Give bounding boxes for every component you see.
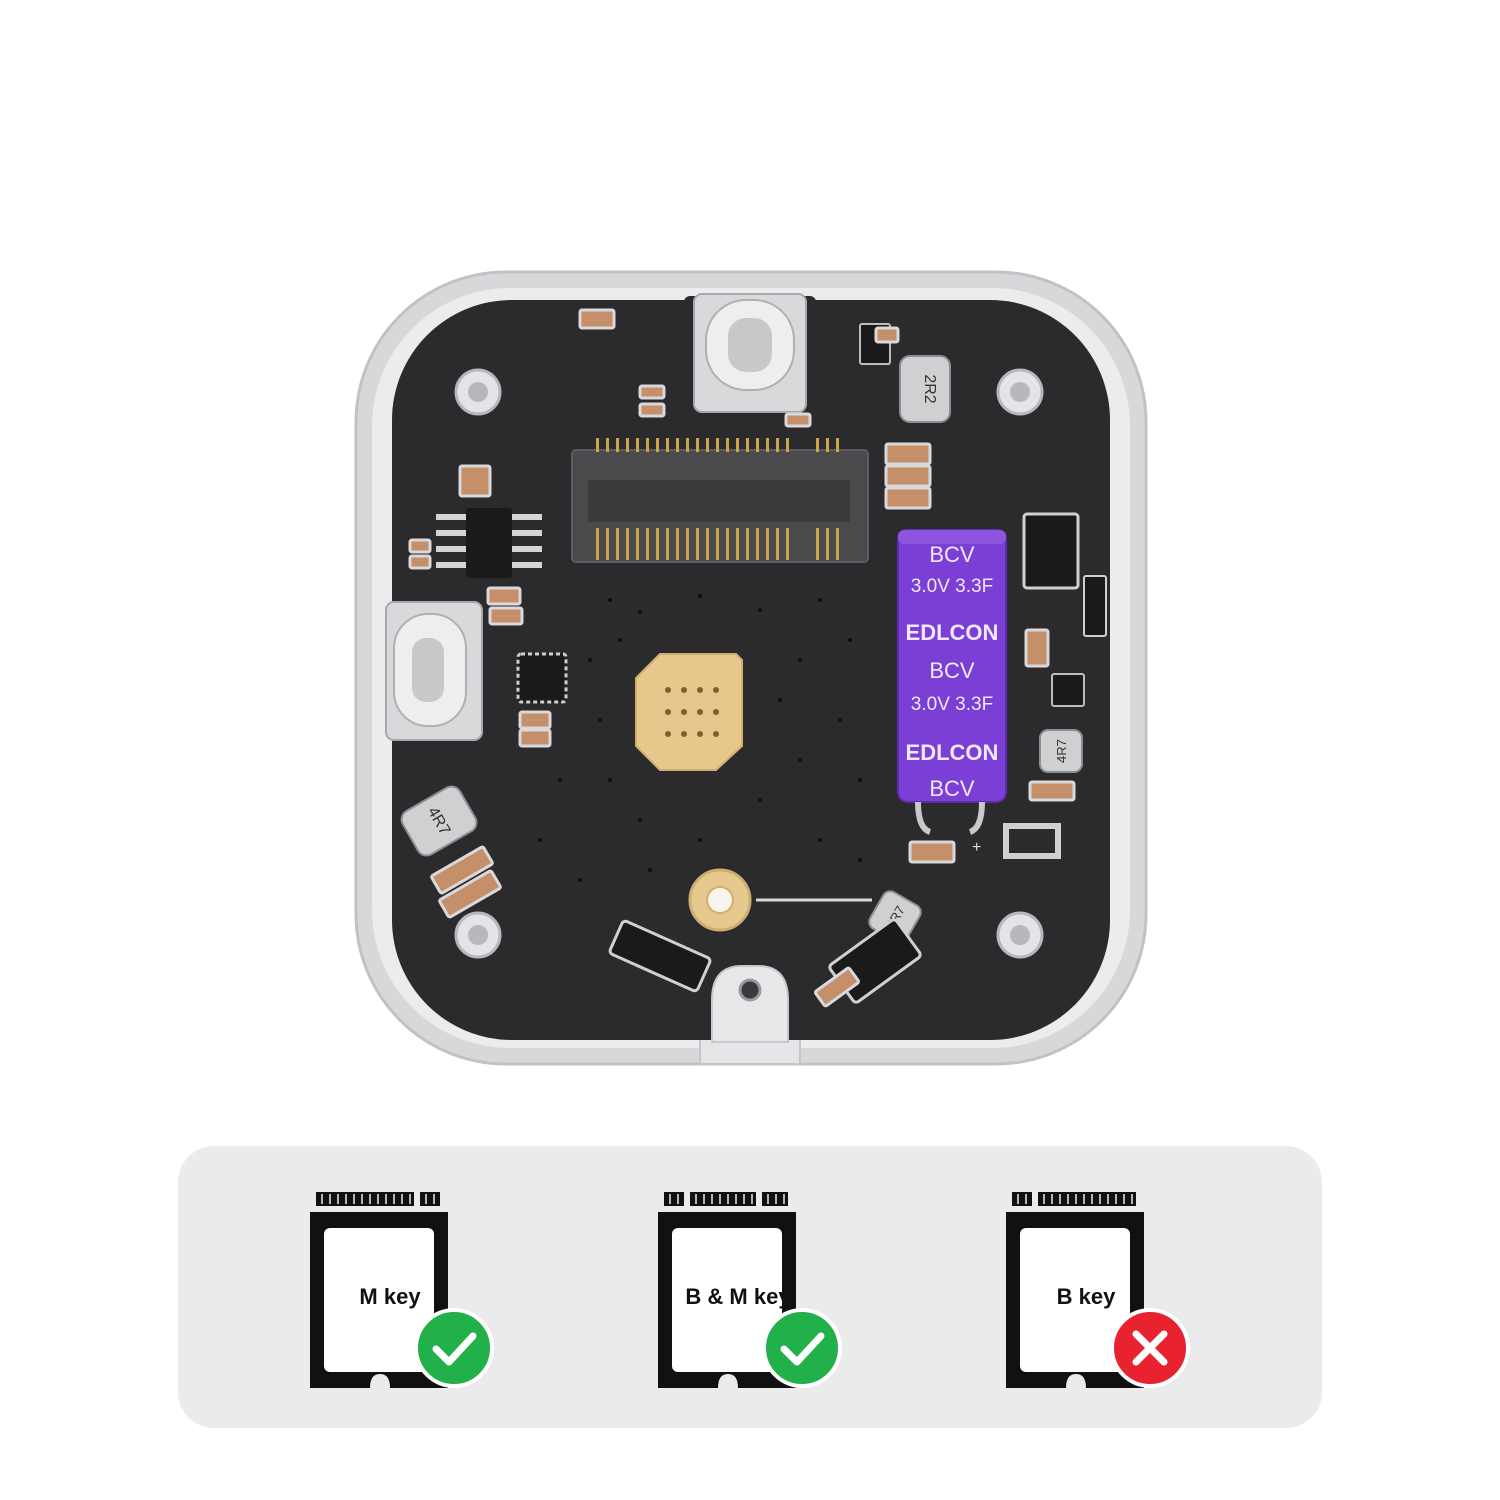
inductor-label: 2R2 bbox=[921, 374, 938, 403]
pcb-illustration: BCV 3.0V 3.3F EDLCON BCV 3.0V 3.3F EDLCO… bbox=[354, 270, 1148, 1066]
usb-c-port-side bbox=[385, 601, 483, 741]
check-icon bbox=[780, 1332, 825, 1366]
thermal-pad bbox=[635, 653, 743, 771]
cap-text-3: EDLCON bbox=[906, 620, 999, 645]
m2-connector bbox=[571, 438, 869, 563]
key-label: B key bbox=[1056, 1284, 1116, 1309]
inductor-4r7-left: 4R7 bbox=[400, 785, 478, 857]
supercapacitor: BCV 3.0V 3.3F EDLCON BCV 3.0V 3.3F EDLCO… bbox=[897, 529, 1007, 856]
inductor-2r2: 2R2 bbox=[899, 355, 951, 423]
cap-text-5: 3.0V 3.3F bbox=[911, 694, 993, 715]
key-label: B & M key bbox=[685, 1284, 791, 1309]
b-and-m-key-card: B & M key bbox=[656, 1188, 846, 1392]
b-key-card: B key bbox=[1004, 1188, 1194, 1392]
cap-text-7: BCV bbox=[929, 776, 975, 801]
cross-icon bbox=[1132, 1330, 1168, 1366]
polarity-mark: + bbox=[972, 839, 981, 856]
inductor-4r7-right: 4R7 bbox=[1039, 729, 1083, 773]
tab-screw-hole bbox=[738, 978, 762, 1002]
ssd-card-icon bbox=[658, 1192, 796, 1388]
ssd-card-icon bbox=[1006, 1192, 1144, 1388]
check-icon bbox=[432, 1332, 477, 1366]
supported-badge bbox=[762, 1308, 842, 1388]
supported-badge bbox=[414, 1308, 494, 1388]
unsupported-badge bbox=[1110, 1308, 1190, 1388]
usb-c-port-top bbox=[693, 293, 807, 413]
passive-components bbox=[408, 308, 1076, 1008]
key-compatibility-panel: M key B & M key bbox=[178, 1146, 1322, 1428]
m-key-card: M key bbox=[308, 1188, 498, 1392]
cap-text-2: 3.0V 3.3F bbox=[911, 576, 993, 597]
screw-standoff bbox=[688, 868, 872, 932]
cap-text-1: BCV bbox=[929, 542, 975, 567]
cap-text-6: EDLCON bbox=[906, 740, 999, 765]
cap-text-4: BCV bbox=[929, 658, 975, 683]
key-label: M key bbox=[359, 1284, 421, 1309]
ic-chips bbox=[436, 323, 1107, 1004]
inductor-label: 4R7 bbox=[1054, 739, 1069, 763]
mounting-holes bbox=[454, 368, 1044, 959]
pcb-vias bbox=[538, 594, 862, 882]
ssd-card-icon bbox=[310, 1192, 448, 1388]
